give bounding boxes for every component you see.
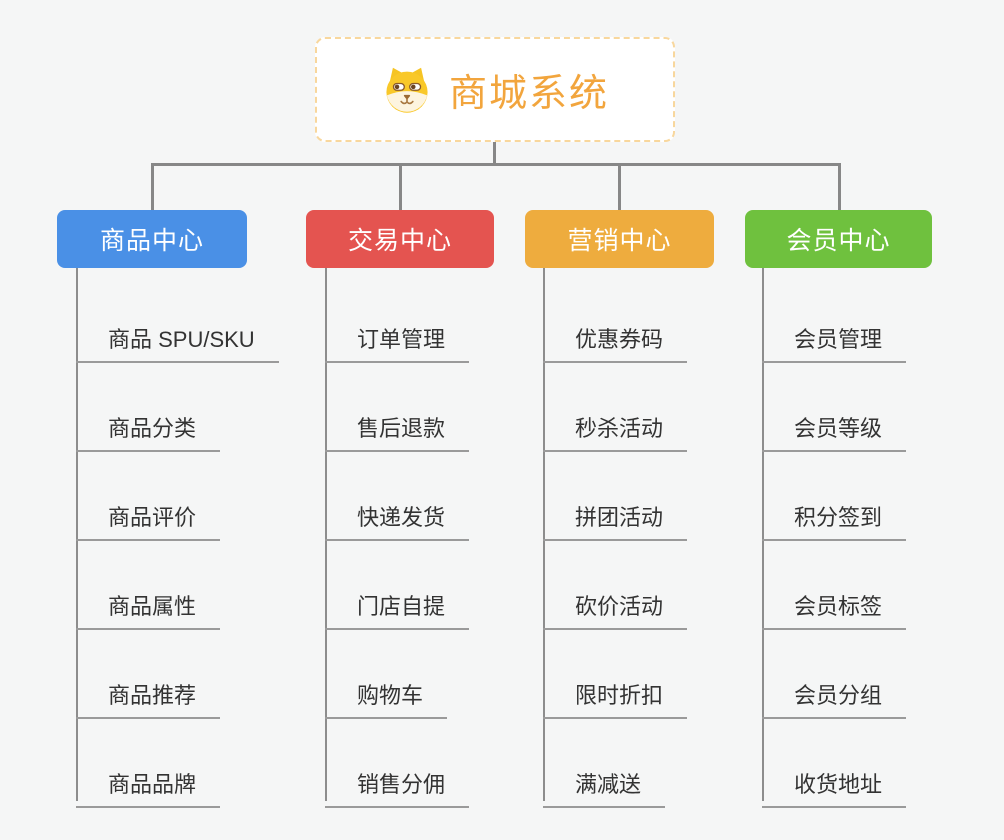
dog-face-emoji-icon [386,67,428,113]
branch-header-trade-center[interactable]: 交易中心 [306,210,494,268]
leaf-node[interactable]: 积分签到 [762,492,907,541]
connector-drop-3 [618,166,621,210]
connector-column-line-4 [762,268,764,801]
leaf-node[interactable]: 会员标签 [762,581,907,630]
leaf-node[interactable]: 收货地址 [762,759,907,808]
connector-root-stub [493,140,496,163]
leaf-node[interactable]: 满减送 [543,759,666,808]
connector-column-line-2 [325,268,327,801]
branch-label: 营销中心 [567,227,672,255]
branch-label: 交易中心 [347,227,452,255]
leaf-node[interactable]: 优惠券码 [543,314,688,363]
root-node[interactable]: 商城系统 [315,37,675,142]
branch-header-product-center[interactable]: 商品中心 [57,210,247,268]
branch-label: 会员中心 [786,227,891,255]
connector-column-line-3 [543,268,545,801]
branch-header-marketing-center[interactable]: 营销中心 [525,210,714,268]
leaf-node[interactable]: 商品分类 [76,403,221,452]
leaf-node[interactable]: 销售分佣 [325,759,470,808]
connector-trunk-hline [151,163,841,166]
leaf-node[interactable]: 会员分组 [762,670,907,719]
leaf-node[interactable]: 商品属性 [76,581,221,630]
leaf-node[interactable]: 门店自提 [325,581,470,630]
connector-drop-1 [151,166,154,210]
leaf-node[interactable]: 拼团活动 [543,492,688,541]
leaf-node[interactable]: 售后退款 [325,403,470,452]
connector-drop-2 [399,166,402,210]
leaf-node[interactable]: 购物车 [325,670,448,719]
leaf-node[interactable]: 限时折扣 [543,670,688,719]
leaf-node[interactable]: 秒杀活动 [543,403,688,452]
leaf-node[interactable]: 商品评价 [76,492,221,541]
leaf-node[interactable]: 订单管理 [325,314,470,363]
branch-label: 商品中心 [99,227,204,255]
root-title: 商城系统 [448,73,609,115]
connector-drop-4 [838,166,841,210]
leaf-node[interactable]: 商品 SPU/SKU [76,314,279,363]
leaf-node[interactable]: 会员等级 [762,403,907,452]
leaf-node[interactable]: 会员管理 [762,314,907,363]
leaf-node[interactable]: 商品推荐 [76,670,221,719]
leaf-node[interactable]: 砍价活动 [543,581,688,630]
branch-header-member-center[interactable]: 会员中心 [745,210,932,268]
connector-column-line-1 [76,268,78,801]
leaf-node[interactable]: 快递发货 [325,492,470,541]
leaf-node[interactable]: 商品品牌 [76,759,221,808]
